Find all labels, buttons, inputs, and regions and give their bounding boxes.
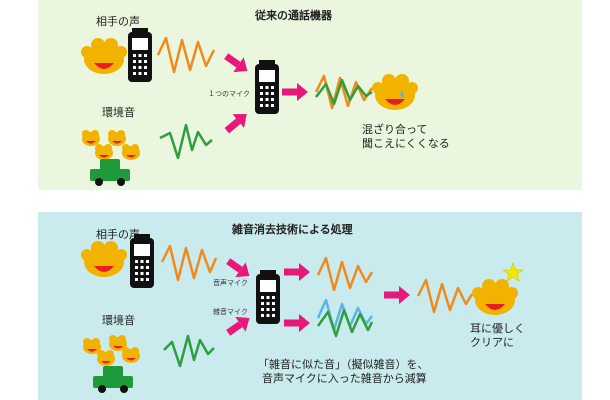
speaker-phone-icon [130,234,154,288]
speaker-face-icon [81,38,127,74]
bottom-environment-label: 環境音 [102,314,135,327]
noise-wave [163,334,215,368]
arrow-icon [221,48,253,79]
top-result-line1: 混ざり合って [362,123,428,136]
crowd-face-icon [122,347,140,363]
single-mic-phone-icon [255,60,279,114]
noise-mic-label: 雑音マイク [213,308,248,316]
listener-face-icon [372,74,418,110]
voice-wave [316,256,374,292]
arrow-icon [221,107,253,138]
top-environment-label: 環境音 [102,106,135,119]
car-icon [93,366,133,393]
top-result-note: 混ざり合って 聞こえにくくなる [362,123,450,151]
noise-wave [316,308,374,338]
speaker-phone-icon [128,28,152,82]
arrow-icon [282,83,308,101]
top-single-mic-label: １つのマイク [208,90,250,98]
arrow-icon [284,314,310,332]
car-icon [90,159,130,186]
bottom-result-note: 耳に優しく クリアに [470,322,525,350]
voice-wave [160,244,218,282]
bottom-result-line1: 耳に優しく [470,322,525,335]
noise-wave [159,123,213,160]
sweat-drop-icon [400,90,404,98]
clear-voice-wave [416,278,474,314]
speaker-face-icon [81,241,127,277]
dual-mic-phone-icon [256,270,280,324]
top-result-line2: 聞こえにくくなる [362,137,450,150]
crowd-face-icon [122,144,140,160]
subtraction-caption-line1: 「雑音に似た音」（擬似雑音）を、 [258,358,429,371]
crowd-face-icon [108,130,126,146]
crowd-face-icon [95,144,113,160]
mixed-voice-wave [314,74,374,110]
arrow-icon [223,310,255,341]
subtraction-caption-line2: 音声マイクに入った雑音から減算 [262,372,427,385]
bottom-result-line2: クリアに [470,336,514,349]
bottom-speaker-label: 相手の声 [96,228,140,241]
star-icon [502,262,524,283]
top-speaker-label: 相手の声 [96,15,140,28]
arrow-icon [384,286,410,304]
voice-mic-label: 音声マイク [213,279,248,287]
crowd-face-icon [97,350,115,366]
top-panel-title: 従来の通話機器 [255,9,332,22]
listener-face-icon [472,279,518,315]
crowd-face-icon [82,130,100,146]
bottom-panel-title: 雑音消去技術による処理 [232,223,353,236]
voice-wave [156,36,216,74]
mixed-noise-wave [315,78,373,106]
subtraction-caption: 「雑音に似た音」（擬似雑音）を、 音声マイクに入った雑音から減算 [258,358,429,386]
arrow-icon [284,263,310,281]
arrow-icon [223,253,255,284]
